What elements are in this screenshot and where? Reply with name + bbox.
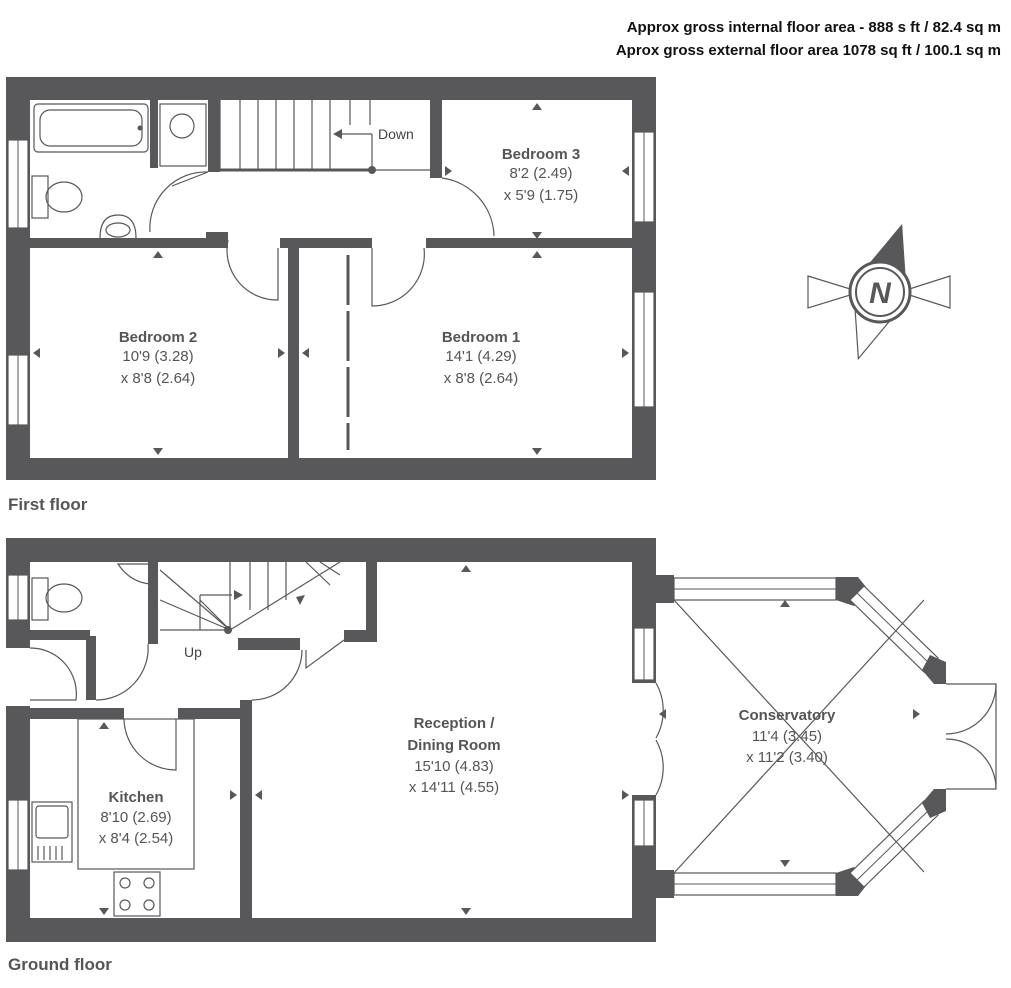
wall-wc-right xyxy=(86,636,96,700)
room-kitchen: Kitchen 8'10 (2.69) x 8'4 (2.54) xyxy=(99,789,174,847)
external-area-text: Aprox gross external floor area 1078 sq … xyxy=(615,42,1001,59)
kitchen-name: Kitchen xyxy=(108,789,163,806)
bedroom1-name: Bedroom 1 xyxy=(442,329,520,346)
compass-rose-icon: N xyxy=(807,223,951,361)
bedroom3-name: Bedroom 3 xyxy=(502,146,580,163)
kitchen-hob xyxy=(113,871,161,917)
wall-kitchen-top-right xyxy=(178,708,248,719)
first-floor-plan: Down Bedroom 3 8'2 (2.49) x 5'9 (1.75) B… xyxy=(6,77,656,480)
wall-wc-stairs xyxy=(148,562,158,644)
ground-floor-stairs xyxy=(159,561,341,634)
bedroom2-name: Bedroom 2 xyxy=(119,329,197,346)
conservatory-name: Conservatory xyxy=(739,707,836,724)
wall-bed3-bed1 xyxy=(426,238,632,248)
room-reception: Reception / Dining Room 15'10 (4.83) x 1… xyxy=(407,715,500,796)
reception-name-line2: Dining Room xyxy=(407,737,500,754)
door-kitchen xyxy=(123,718,177,771)
door-bedroom2 xyxy=(226,239,279,301)
bedroom2-dim1: 10'9 (3.28) xyxy=(122,348,193,365)
reception-name-line1: Reception / xyxy=(414,715,496,732)
door-wc xyxy=(95,643,149,701)
first-floor-wall-top xyxy=(6,77,656,100)
compass-letter: N xyxy=(869,277,892,310)
room-conservatory: Conservatory 11'4 (3.45) x 11'2 (3.40) xyxy=(739,707,836,766)
corner-basin xyxy=(116,563,151,585)
first-floor-wall-bottom xyxy=(6,458,656,480)
conservatory-structure xyxy=(655,575,997,898)
kitchen-dim2: x 8'4 (2.54) xyxy=(99,830,174,847)
bedroom3-dim1: 8'2 (2.49) xyxy=(510,165,573,182)
wall-stairs-right xyxy=(430,100,442,178)
kitchen-dim1: 8'10 (2.69) xyxy=(100,809,171,826)
wall-bath-cupboard xyxy=(150,100,158,168)
conservatory-dim2: x 11'2 (3.40) xyxy=(746,749,828,766)
internal-area-text: Approx gross internal floor area - 888 s… xyxy=(626,19,1001,36)
ground-floor-plan: Up xyxy=(6,538,997,942)
basin xyxy=(99,214,137,239)
wall-bed2-bed1 xyxy=(288,248,299,458)
first-floor-stairs xyxy=(219,100,430,174)
door-bathroom xyxy=(149,171,209,233)
bedroom3-dim2: x 5'9 (1.75) xyxy=(504,187,579,204)
reception-dim2: x 14'11 (4.55) xyxy=(409,779,499,796)
first-floor-label: First floor xyxy=(8,495,88,514)
room-bedroom3: Bedroom 3 8'2 (2.49) x 5'9 (1.75) xyxy=(502,146,580,204)
bedroom1-dim2: x 8'8 (2.64) xyxy=(444,370,519,387)
area-summary: Approx gross internal floor area - 888 s… xyxy=(616,16,1001,62)
conservatory-dim1: 11'4 (3.45) xyxy=(752,728,822,745)
door-bedroom3 xyxy=(441,177,495,237)
wall-stairs-right xyxy=(366,562,377,642)
wall-stairs-left xyxy=(208,100,220,172)
bedroom2-dim2: x 8'8 (2.64) xyxy=(121,370,196,387)
door-front xyxy=(29,647,77,701)
door-reception xyxy=(251,649,303,701)
cylinder xyxy=(169,113,195,139)
ground-wall-bottom xyxy=(6,918,656,942)
door-bedroom1 xyxy=(371,247,425,307)
toilet-first xyxy=(31,175,49,219)
toilet-ground xyxy=(31,577,49,621)
wall-stairs-bottom xyxy=(238,638,300,650)
wall-bath-bed2 xyxy=(30,238,228,248)
stairs-up-label: Up xyxy=(184,644,202,660)
wall-hall-bottom xyxy=(280,238,372,248)
ground-floor-label: Ground floor xyxy=(8,955,112,974)
wall-wc-bottom xyxy=(30,630,90,640)
wall-kitchen-top-left xyxy=(30,708,124,719)
wall-stub-bath xyxy=(206,232,228,240)
bathtub xyxy=(33,103,149,153)
room-bedroom1: Bedroom 1 14'1 (4.29) x 8'8 (2.64) xyxy=(442,329,520,387)
door-under-stairs xyxy=(305,639,345,670)
wall-under-stairs xyxy=(344,630,377,642)
wall-kitchen-reception xyxy=(240,700,252,918)
ground-wall-top xyxy=(6,538,656,562)
kitchen-sink xyxy=(31,801,73,863)
room-bedroom2: Bedroom 2 10'9 (3.28) x 8'8 (2.64) xyxy=(119,329,197,387)
kitchen-worktop xyxy=(77,718,195,870)
bedroom1-dim1: 14'1 (4.29) xyxy=(445,348,516,365)
stairs-down-label: Down xyxy=(378,126,414,142)
reception-dim1: 15'10 (4.83) xyxy=(414,758,494,775)
